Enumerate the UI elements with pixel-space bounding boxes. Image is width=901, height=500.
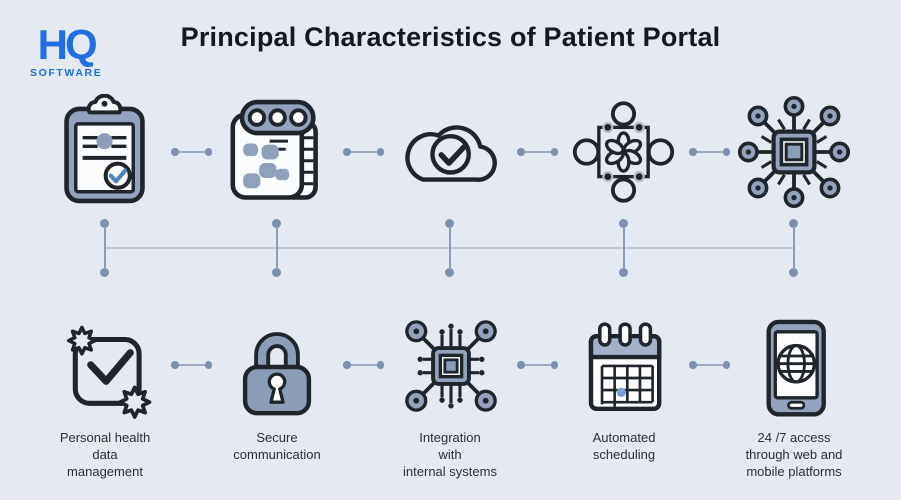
feature-label-automated-scheduling: Automated scheduling <box>592 430 656 463</box>
feature-label-247-access: 24 /7 access through web and mobile plat… <box>745 430 843 480</box>
page-title: Principal Characteristics of Patient Por… <box>180 22 721 52</box>
vertical-connector-2 <box>272 219 281 277</box>
connector-dots-top-1 <box>171 148 212 156</box>
calendar-icon <box>569 312 679 422</box>
chip-network-icon <box>733 92 855 212</box>
feature-label-secure-communication: Secure communication <box>233 430 321 463</box>
vertical-connector-5 <box>789 219 798 277</box>
connector-dots-top-3 <box>517 148 558 156</box>
vertical-connector-4 <box>619 219 628 277</box>
feature-label-personal-health: Personal health data management <box>59 430 151 480</box>
logo-subtext: SOFTWARE <box>30 67 103 79</box>
notepad-messages-icon <box>219 94 334 209</box>
settings-check-icon <box>50 312 160 422</box>
connector-dots-top-2 <box>343 148 384 156</box>
mobile-globe-icon <box>739 312 849 422</box>
padlock-icon <box>222 312 332 422</box>
hq-software-logo: HQ SOFTWARE <box>30 21 103 80</box>
logo-text: HQ <box>37 21 98 68</box>
clipboard-checklist-icon <box>47 94 162 209</box>
vertical-connector-3 <box>445 219 454 277</box>
cloud-check-icon <box>392 96 507 206</box>
vertical-connector-1 <box>100 219 109 277</box>
connector-dots-top-4 <box>689 148 730 156</box>
connector-dots-bottom-2 <box>343 361 384 369</box>
chip-circuit-icon <box>395 310 507 422</box>
feature-label-integration: Integration with internal systems <box>403 430 497 480</box>
connector-dots-bottom-4 <box>689 361 730 369</box>
connector-dots-bottom-1 <box>171 361 212 369</box>
connector-dots-bottom-3 <box>517 361 558 369</box>
workflow-automation-icon <box>566 96 681 208</box>
